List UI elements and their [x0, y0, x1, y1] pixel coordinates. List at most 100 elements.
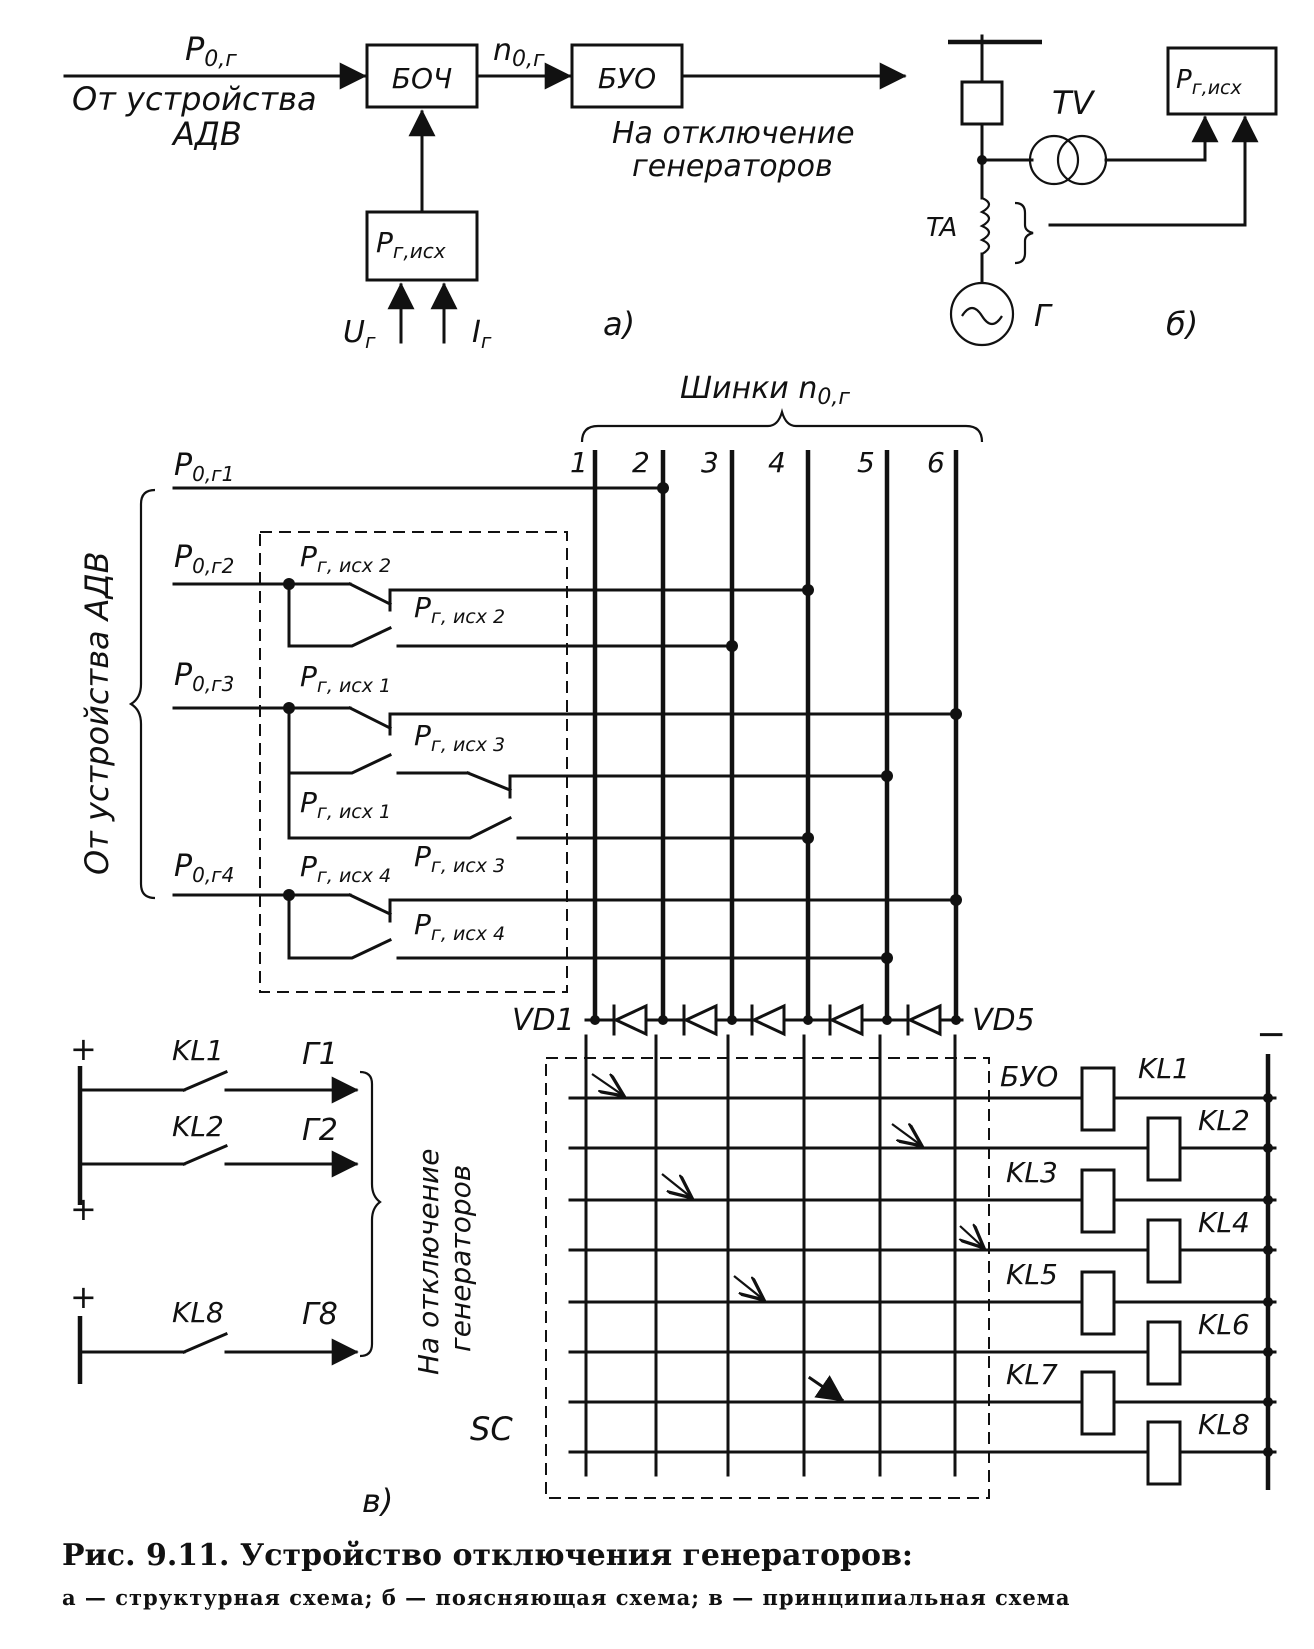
pg-label-a: Pг,исх — [376, 226, 446, 263]
input-label-1: P0,г1 — [174, 448, 234, 486]
node-c2-bus3 — [726, 640, 738, 652]
contact-label-7: Pг, исх 3 — [414, 840, 505, 877]
panel-a: P0,г От устройства АДВ БОЧ n0,г БУО На о… — [63, 30, 907, 353]
outputs-vertical-1: На отключение — [412, 1149, 445, 1375]
relay-label-kl1: KL1 — [1138, 1052, 1190, 1085]
bus-number-1: 1 — [570, 446, 588, 479]
contact-8-blade — [287, 893, 392, 960]
contact-6-blade — [287, 771, 513, 840]
relay-label-kl6: KL6 — [1198, 1308, 1250, 1341]
relay-label-kl3: KL3 — [1006, 1156, 1058, 1189]
diode-node-3 — [727, 1015, 737, 1025]
relay-coils — [1080, 1066, 1182, 1486]
node-c1-bus4 — [802, 584, 814, 596]
ta-brace — [1014, 201, 1034, 265]
contact-2-blade — [287, 582, 392, 648]
relay-label-kl4: KL4 — [1198, 1206, 1250, 1239]
bus-number-4: 4 — [768, 446, 786, 479]
contact-5-blade — [466, 771, 512, 792]
caption-subtitle: а — структурная схема; б — поясняющая сх… — [62, 1585, 1071, 1610]
kl1-contact-label: KL1 — [172, 1034, 224, 1067]
sine-icon — [961, 306, 1003, 326]
minus-label: − — [1256, 1014, 1286, 1055]
diode-node-5 — [882, 1015, 892, 1025]
kl1-contact-blade — [182, 1070, 228, 1092]
tv-to-block — [1104, 115, 1219, 162]
buo-label-c: БУО — [1000, 1060, 1058, 1093]
relay-label-kl5: KL5 — [1006, 1258, 1058, 1291]
panel-c-label: в) — [362, 1482, 393, 1520]
n-label: n0,г — [493, 33, 545, 72]
outputs-brace — [359, 1070, 382, 1358]
kl2-contact-label: KL2 — [172, 1110, 224, 1143]
input-label-2: P0,г2 — [174, 540, 234, 578]
contact-label-1: Pг, исх 2 — [300, 540, 391, 577]
diode-3 — [750, 1003, 786, 1037]
contacts-box — [259, 531, 568, 993]
sc-label: SC — [470, 1410, 513, 1448]
relay-coil-kl7 — [1080, 1370, 1116, 1436]
out-text-a-1: На отключение — [612, 116, 855, 151]
buses-title: Шинки n0,г — [680, 371, 850, 410]
u-label: Uг — [343, 315, 376, 353]
panel-b: TV TA Г Pг,исх б) — [926, 34, 1278, 347]
tv-label: TV — [1052, 84, 1096, 122]
bus-number-6: 6 — [927, 446, 945, 479]
source-text-a-2: АДВ — [171, 115, 242, 153]
gen-label-b: Г — [1034, 299, 1053, 334]
minus-bus-nodes — [1263, 1093, 1273, 1457]
ta-to-block — [1048, 115, 1259, 227]
node-c3-bus6 — [950, 708, 962, 720]
input-label-a: P0,г — [185, 30, 237, 72]
source-vertical: От устройства АДВ — [78, 551, 116, 875]
gen-label-2: Г2 — [302, 1113, 338, 1148]
relay-coil-kl5 — [1080, 1270, 1116, 1336]
bus-number-2: 2 — [632, 446, 650, 479]
outputs-vertical-2: генераторов — [444, 1165, 477, 1352]
relay-label-kl7: KL7 — [1006, 1358, 1058, 1391]
tv-coil-2 — [1056, 134, 1108, 186]
bus-number-3: 3 — [701, 446, 719, 479]
contact-label-6: Pг, исх 4 — [300, 850, 391, 887]
node-c8-bus5 — [881, 952, 893, 964]
contact-3-blade — [347, 705, 393, 731]
breaker-b — [960, 80, 1004, 126]
pg-block-a — [365, 210, 479, 282]
panel-a-label: а) — [603, 305, 635, 343]
vd5-label: VD5 — [972, 1003, 1035, 1038]
kl8-contact-label: KL8 — [172, 1296, 224, 1329]
panel-c: Шинки n0,г 1 2 3 4 5 6 От устройства АДВ… — [70, 371, 1286, 1520]
panel-b-label: б) — [1166, 305, 1198, 343]
diode-node-4 — [803, 1015, 813, 1025]
gen-label-1: Г1 — [302, 1037, 338, 1072]
relay-coil-kl2 — [1146, 1116, 1182, 1182]
sc-box — [545, 1057, 990, 1499]
generator-b — [949, 281, 1015, 347]
caption-title: Рис. 9.11. Устройство отключения генерат… — [62, 1538, 913, 1573]
contact-4-blade — [287, 706, 392, 775]
tv-coil-1 — [1028, 134, 1080, 186]
pg-block-b — [1166, 46, 1278, 116]
sc-verticals — [584, 1034, 957, 1477]
gen-label-8: Г8 — [302, 1297, 338, 1332]
relay-label-kl8: KL8 — [1198, 1408, 1250, 1441]
contact-7-blade — [348, 893, 392, 916]
kl8-contact-blade — [182, 1332, 228, 1354]
relay-label-kl2: KL2 — [1198, 1104, 1250, 1137]
node-in1-bus2 — [657, 482, 669, 494]
contact-label-8: Pг, исх 4 — [414, 908, 505, 945]
contact-label-4: Pг, исх 3 — [414, 719, 505, 756]
vd1-label: VD1 — [512, 1003, 575, 1038]
plus-label-3: + — [70, 1278, 97, 1316]
relay-coil-kl8 — [1146, 1420, 1182, 1486]
plus-label-1: + — [70, 1030, 97, 1068]
relay-coil-kl3 — [1080, 1168, 1116, 1234]
diode-4 — [828, 1003, 864, 1037]
diode-1 — [612, 1003, 648, 1037]
node-c6-bus4 — [802, 832, 814, 844]
relay-coil-kl4 — [1146, 1218, 1182, 1284]
sc-plugs — [591, 1073, 984, 1403]
diode-node-6 — [951, 1015, 961, 1025]
